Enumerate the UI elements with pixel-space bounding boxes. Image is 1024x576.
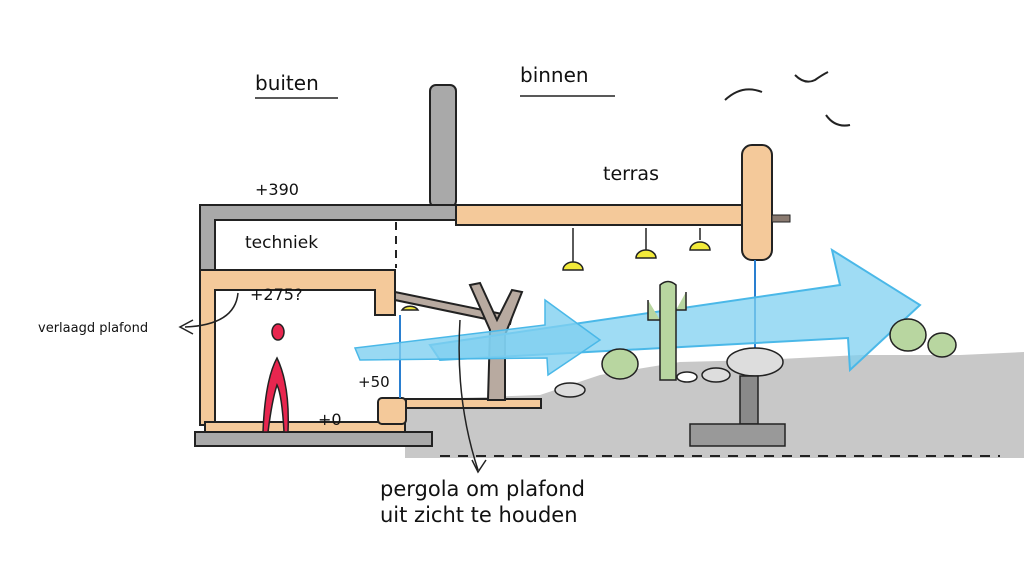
stone bbox=[554, 382, 586, 398]
terrace-parapet bbox=[741, 144, 773, 261]
label-level-ceiling: +275? bbox=[250, 285, 302, 304]
cactus-tall bbox=[647, 280, 687, 381]
deck bbox=[405, 398, 542, 409]
label-level-sill: +50 bbox=[358, 373, 390, 391]
label-level-floor: +0 bbox=[318, 410, 342, 429]
chimney bbox=[429, 84, 457, 208]
label-lowered-ceiling: verlaagd plafond bbox=[38, 321, 148, 336]
pergola-note-line2: uit zicht te houden bbox=[380, 503, 578, 527]
floor-slab bbox=[194, 431, 433, 447]
lamps bbox=[400, 228, 711, 311]
lowered-ceiling-pointer bbox=[178, 292, 239, 335]
ground bbox=[405, 352, 1024, 458]
table-leg bbox=[739, 375, 759, 425]
label-terrace: terras bbox=[603, 163, 659, 185]
roof-slab-concrete bbox=[199, 204, 457, 271]
label-technical-space: techniek bbox=[245, 233, 318, 253]
view-arrow-small bbox=[353, 298, 602, 377]
beam-stub bbox=[771, 214, 791, 223]
pergola-note-line1: pergola om plafond bbox=[380, 477, 585, 501]
birds bbox=[724, 71, 851, 127]
table-top bbox=[726, 347, 784, 377]
label-level-roof: +390 bbox=[255, 180, 299, 199]
label-outside: buiten bbox=[255, 71, 319, 95]
label-inside: binnen bbox=[520, 63, 589, 87]
garden bbox=[554, 280, 957, 447]
floor-wood bbox=[204, 421, 406, 433]
cactus-round bbox=[601, 348, 639, 380]
person-figure bbox=[262, 323, 290, 433]
table-footing bbox=[689, 423, 786, 447]
terrace-slab bbox=[455, 204, 749, 226]
pergola-pointer bbox=[458, 319, 487, 474]
low-wall bbox=[377, 397, 407, 425]
